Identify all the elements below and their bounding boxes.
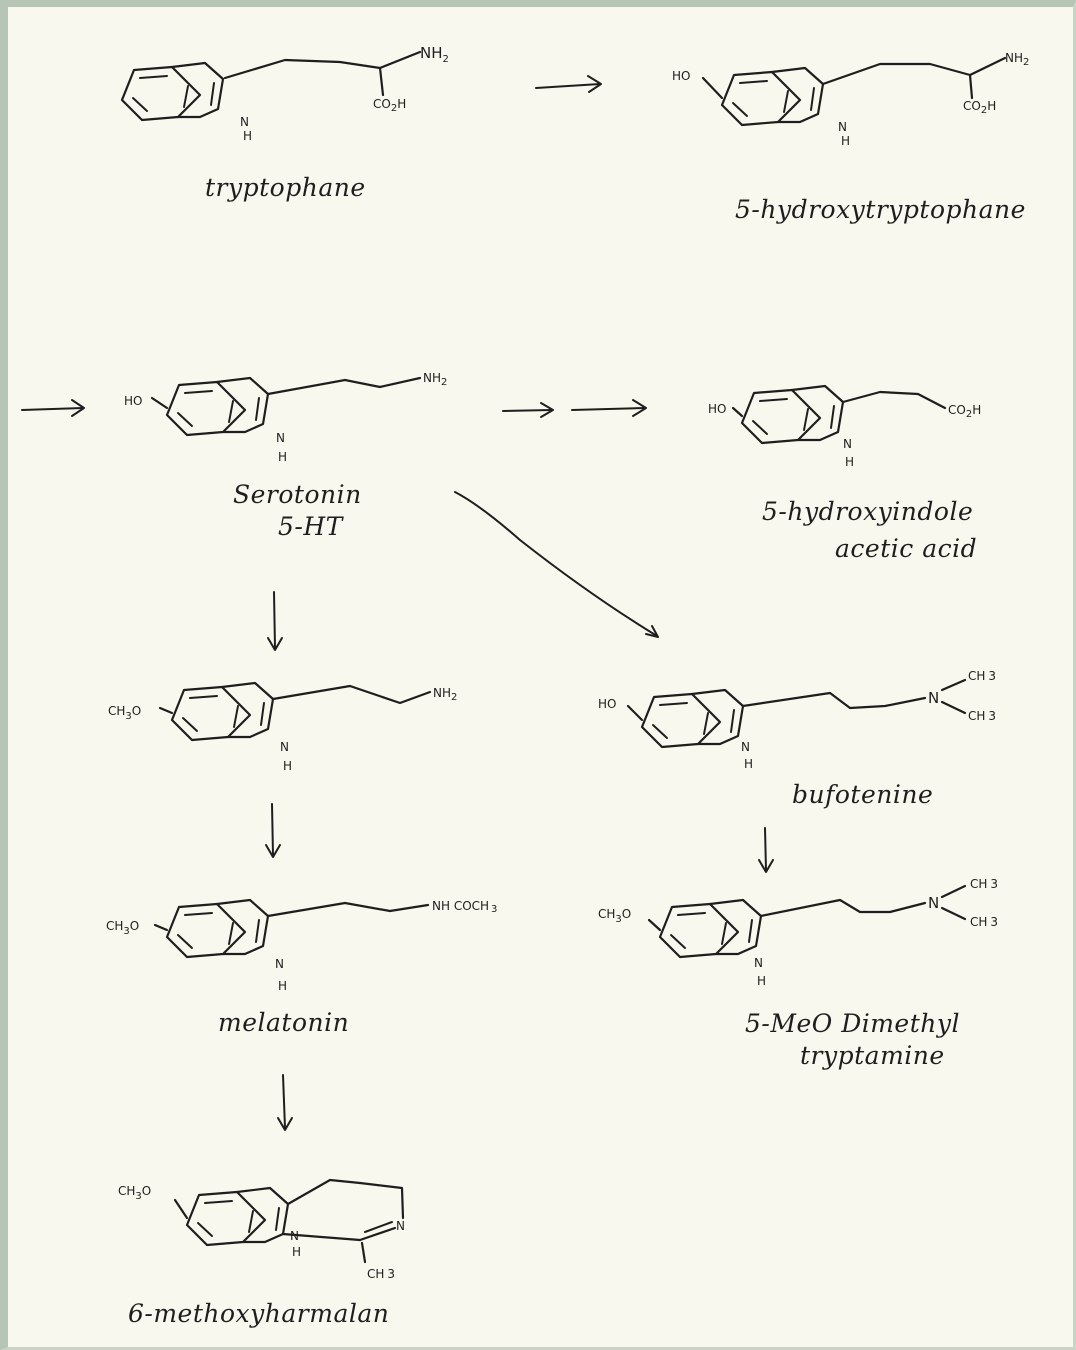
indole-h-label: H xyxy=(845,455,854,469)
dimethylamine-n-label: N xyxy=(928,689,939,707)
5-hiaa-structure: HO CO2H N H xyxy=(708,384,981,469)
indole-h-label: H xyxy=(243,129,252,143)
indole-n-label: N xyxy=(240,115,249,129)
indole-n-label: N xyxy=(275,957,284,971)
arrow-to-serotonin xyxy=(21,399,85,417)
tryptophane-name: tryptophane xyxy=(205,173,366,202)
ring-n-label: N xyxy=(396,1219,405,1233)
carboxyl-label: CO2H xyxy=(373,97,406,114)
melatonin-name: melatonin xyxy=(218,1008,349,1037)
indole-h-label: H xyxy=(278,979,287,993)
indole-n-label: N xyxy=(754,956,763,970)
5-methoxytryptamine-structure: CH3O NH2 N H xyxy=(108,681,457,773)
5-meo-dmt-name-line1: 5-MeO Dimethyl xyxy=(745,1009,960,1038)
indole-h-label: H xyxy=(757,974,766,988)
arrow-to-bufotenine xyxy=(454,491,659,638)
carboxyl-label: CO2H xyxy=(963,99,996,116)
indole-n-label: N xyxy=(276,431,285,445)
amine-label: NH2 xyxy=(420,44,449,65)
serotonin-abbreviation: 5-HT xyxy=(278,512,345,541)
bufotenine-name: bufotenine xyxy=(792,780,933,809)
indole-n-label: N xyxy=(838,120,847,134)
5-hydroxytryptophane-name: 5-hydroxytryptophane xyxy=(735,195,1026,224)
5-hiaa-name-line1: 5-hydroxyindole xyxy=(762,497,973,526)
indole-n-label: N xyxy=(280,740,289,754)
methoxy-label: CH3O xyxy=(118,1184,151,1202)
hydroxyl-label: HO xyxy=(672,69,690,83)
indole-h-label: H xyxy=(278,450,287,464)
5-meo-dmt-name-line2: tryptamine xyxy=(800,1041,945,1070)
amine-label: NH2 xyxy=(423,371,447,388)
arrow-to-5htp xyxy=(535,75,602,93)
amine-label: NH2 xyxy=(433,686,457,703)
hydroxyl-label: HO xyxy=(708,402,726,416)
arrow-to-melatonin xyxy=(265,803,281,858)
indole-n-label: N xyxy=(843,437,852,451)
hydroxyl-label: HO xyxy=(124,394,142,408)
5-hiaa-name-line2: acetic acid xyxy=(835,534,977,563)
arrow-to-5-meo-dmt xyxy=(758,827,774,873)
methoxy-label: CH3O xyxy=(106,919,139,937)
carboxyl-label: CO2H xyxy=(948,403,981,420)
hydroxyl-label: HO xyxy=(598,697,616,711)
indole-h-label: H xyxy=(283,759,292,773)
arrow-to-5-methoxytryptamine xyxy=(267,591,283,651)
dimethylamine-n-label: N xyxy=(928,894,939,912)
indole-h-label: H xyxy=(292,1245,301,1259)
arrow-to-6-methoxyharmalan xyxy=(277,1074,293,1131)
arrow-to-5hiaa xyxy=(502,399,647,418)
tryptophane-structure: NH2 CO2H N H xyxy=(120,44,449,143)
indole-h-label: H xyxy=(744,757,753,771)
5-hydroxytryptophane-structure: HO NH2 CO2H N H xyxy=(672,51,1029,148)
6-methoxyharmalan-name: 6-methoxyharmalan xyxy=(128,1299,389,1328)
serotonin-name: Serotonin xyxy=(233,480,362,509)
indole-n-label: N xyxy=(741,740,750,754)
amine-label: NH2 xyxy=(1005,51,1029,68)
indole-n-label: N xyxy=(290,1229,299,1243)
serotonin-structure: HO NH2 N H xyxy=(124,371,447,464)
indole-h-label: H xyxy=(841,134,850,148)
methoxy-label: CH3O xyxy=(108,704,141,722)
methoxy-label: CH3O xyxy=(598,907,631,925)
